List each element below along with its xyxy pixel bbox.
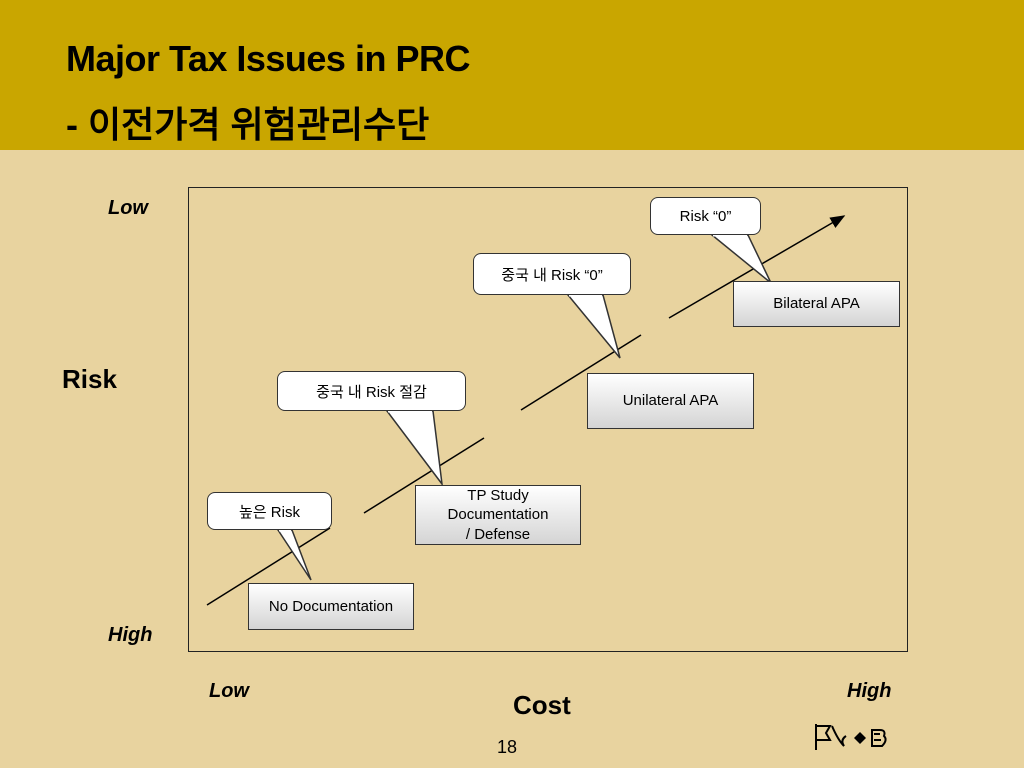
- box-bilateral-apa: Bilateral APA: [733, 281, 900, 327]
- box-unilateral-apa: Unilateral APA: [587, 373, 754, 429]
- callout-china-risk-reduction: 중국 내 Risk 절감: [277, 371, 466, 411]
- title-banner: [0, 0, 1024, 150]
- diagram-frame: [188, 187, 908, 652]
- y-axis-bottom-label: High: [108, 624, 153, 646]
- x-axis-left-label: Low: [209, 680, 249, 702]
- tp-study-line-2: Documentation: [447, 506, 549, 524]
- x-axis-right-label: High: [847, 680, 892, 702]
- y-axis-title: Risk: [62, 364, 117, 394]
- tp-study-line-1: TP Study: [467, 486, 529, 504]
- slide-title: Major Tax Issues in PRC: [66, 38, 470, 79]
- box-tp-study-documentation: TP Study Documentation / Defense: [415, 485, 581, 545]
- x-axis-title: Cost: [513, 690, 571, 720]
- callout-risk-zero: Risk “0”: [650, 197, 761, 235]
- page-number: 18: [497, 737, 518, 757]
- pwc-logo-glyphs: [815, 724, 887, 750]
- y-axis-top-label: Low: [108, 197, 148, 219]
- box-no-documentation: No Documentation: [248, 583, 414, 630]
- tp-study-line-3: / Defense: [465, 525, 531, 543]
- slide-subtitle: - 이전가격 위험관리수단: [66, 104, 430, 145]
- callout-china-risk-zero: 중국 내 Risk “0”: [473, 253, 631, 295]
- callout-high-risk: 높은 Risk: [207, 492, 332, 530]
